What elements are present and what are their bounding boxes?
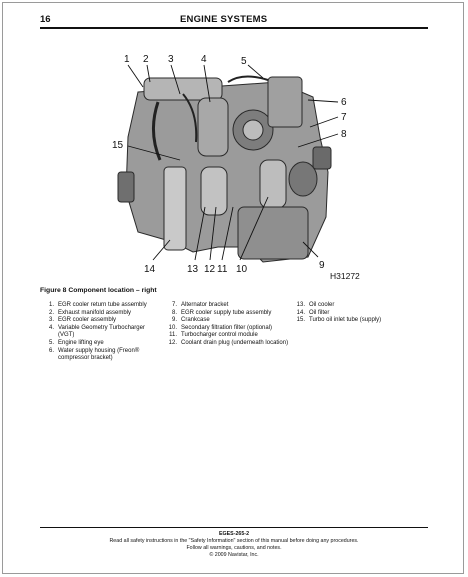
legend-item: 2. Exhaust manifold assembly <box>40 310 160 318</box>
callout-1: 1 <box>124 54 130 65</box>
footer-safety-line: Read all safety instructions in the "Saf… <box>109 538 359 544</box>
legend-item-text: EGR cooler supply tube assembly <box>181 309 272 316</box>
legend-item-text: Oil cooler <box>309 302 335 308</box>
legend-column-1: 1. EGR cooler return tube assembly 2. Exhau… <box>40 302 160 363</box>
callout-14: 14 <box>144 264 156 275</box>
legend-item: 4. Variable Geometry Turbocharger (VGT) <box>40 325 160 340</box>
legend-item: 10. Secondary filtration filter (optional… <box>163 325 291 333</box>
legend-item: 9. Crankcase <box>163 317 291 325</box>
legend-item: 5. Engine lifting eye <box>40 340 160 348</box>
legend-item-text: Water supply housing (Freon® compressor … <box>58 347 140 362</box>
legend-item-number: 4. <box>48 324 54 331</box>
legend-item-number: 6. <box>48 347 54 354</box>
legend-item-number: 10. <box>168 324 177 331</box>
legend-item-text: Turbocharger control module <box>181 332 258 339</box>
callout-3: 3 <box>168 54 174 65</box>
callout-7: 7 <box>341 112 347 123</box>
legend-item-number: 11. <box>169 332 177 339</box>
legend-item-number: 9. <box>171 317 177 324</box>
header-rule <box>40 27 428 29</box>
page-border <box>2 2 464 574</box>
legend-item: 8. EGR cooler supply tube assembly <box>163 310 291 318</box>
legend-item-number: 13. <box>296 302 305 308</box>
callout-5: 5 <box>241 56 247 67</box>
footer-copyright: © 2009 Navistar, Inc. <box>209 552 259 558</box>
callout-13: 13 <box>187 264 199 275</box>
figure-id: H31272 <box>330 271 360 281</box>
legend-item-text: Turbo oil inlet tube (supply) <box>309 317 382 324</box>
legend-item-text: Secondary filtration filter (optional) <box>181 324 273 331</box>
legend-item-text: Oil filter <box>309 309 330 316</box>
legend-item: 15. Turbo oil inlet tube (supply) <box>291 317 421 325</box>
callout-11: 11 <box>217 264 228 275</box>
legend-item-number: 1. <box>48 302 54 308</box>
figure-caption: Figure 8 Component location – right <box>40 287 157 294</box>
legend-item-number: 3. <box>48 317 54 324</box>
engine-figure: 1 2 3 4 5 6 7 8 9 10 11 12 13 14 15 H312… <box>112 54 360 281</box>
legend-item-number: 14. <box>296 309 305 316</box>
legend-item-text: EGR cooler assembly <box>58 317 117 324</box>
engine-illustration <box>117 75 332 263</box>
legend-item-text: Variable Geometry Turbocharger (VGT) <box>58 324 145 339</box>
callout-9: 9 <box>319 260 325 271</box>
callout-15: 15 <box>112 140 124 151</box>
legend-item-number: 5. <box>48 339 54 346</box>
legend-item: 7. Alternator bracket <box>163 302 291 310</box>
legend-column-2: 7. Alternator bracket 8. EGR cooler supply … <box>163 302 291 348</box>
leader-lines <box>127 64 339 261</box>
legend-item: 1. EGR cooler return tube assembly <box>40 302 160 310</box>
footer-warnings-line: Follow all warnings, cautions, and notes… <box>186 545 282 551</box>
legend-item: 6. Water supply housing (Freon® compresso… <box>40 348 160 363</box>
page-number: 16 <box>40 14 51 25</box>
legend-item-number: 7. <box>171 302 177 308</box>
callout-12: 12 <box>204 264 216 275</box>
callout-4: 4 <box>201 54 207 65</box>
legend-item-text: Alternator bracket <box>181 302 229 308</box>
section-title: ENGINE SYSTEMS <box>180 14 268 25</box>
callout-2: 2 <box>143 54 149 65</box>
footer-rule <box>40 527 428 528</box>
legend-item-text: Crankcase <box>181 317 210 324</box>
legend-item-number: 8. <box>171 309 177 316</box>
footer-doc-id: EGES-265-2 <box>218 531 250 537</box>
legend-item: 14. Oil filter <box>291 310 421 318</box>
legend-item-number: 15. <box>296 317 305 324</box>
callout-6: 6 <box>341 97 347 108</box>
callout-10: 10 <box>236 264 248 275</box>
callout-8: 8 <box>341 129 347 140</box>
legend-item-text: EGR cooler return tube assembly <box>58 302 147 308</box>
legend-item-number: 12. <box>168 339 177 346</box>
legend-item-text: Coolant drain plug (underneath location) <box>181 339 289 346</box>
legend-item-number: 2. <box>48 309 54 316</box>
legend-item: 3. EGR cooler assembly <box>40 317 160 325</box>
legend-column-3: 13. Oil cooler 14. Oil filter 15. Turbo oil i… <box>291 302 421 325</box>
legend-item: 13. Oil cooler <box>291 302 421 310</box>
legend-item-text: Engine lifting eye <box>58 339 104 346</box>
legend-item: 12. Coolant drain plug (underneath locati… <box>163 340 291 348</box>
legend-item-text: Exhaust manifold assembly <box>58 309 132 316</box>
legend-item: 11. Turbocharger control module <box>163 332 291 340</box>
